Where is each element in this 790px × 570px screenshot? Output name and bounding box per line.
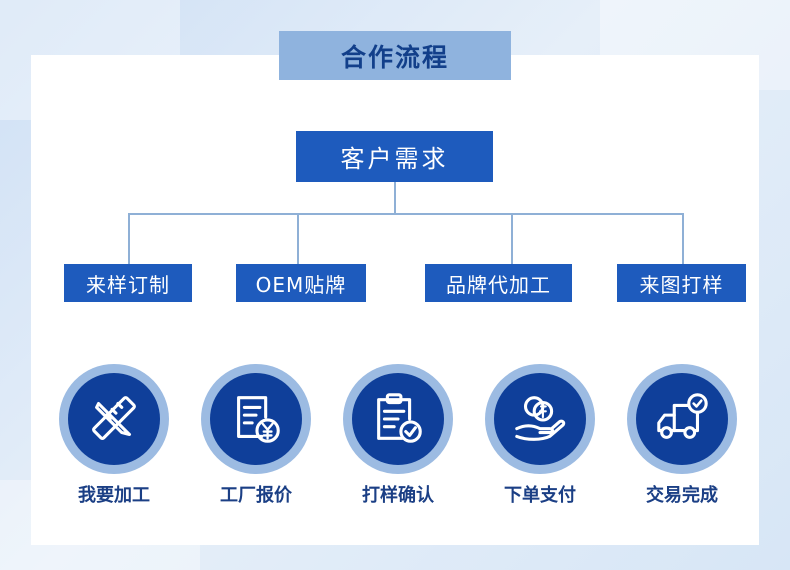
section-title: 合作流程 <box>279 31 511 80</box>
step-circle <box>201 364 311 474</box>
invoice-yen-icon <box>237 396 280 443</box>
connector-line <box>394 182 396 214</box>
step-circle <box>343 364 453 474</box>
clipboard-check-icon <box>377 393 422 443</box>
branch-drawing-sample: 来图打样 <box>617 264 746 302</box>
step-label: 打样确认 <box>362 485 434 506</box>
connector-line <box>297 213 299 264</box>
connector-line <box>128 213 684 215</box>
step-circle <box>485 364 595 474</box>
step-label: 我要加工 <box>78 485 150 506</box>
step-circle <box>627 364 737 474</box>
step-order-payment: 下单支付 <box>485 364 595 506</box>
step-sample-confirm: 打样确认 <box>343 364 453 506</box>
step-transaction-complete: 交易完成 <box>627 364 737 506</box>
connector-line <box>128 213 130 264</box>
hand-coin-payment-icon <box>515 396 566 441</box>
step-label: 交易完成 <box>646 485 718 506</box>
step-label: 工厂报价 <box>220 485 292 506</box>
step-circle <box>59 364 169 474</box>
connector-line <box>511 213 513 264</box>
step-processing: 我要加工 <box>59 364 169 506</box>
connector-line <box>682 213 684 264</box>
step-label: 下单支付 <box>504 485 576 506</box>
branch-oem: OEM贴牌 <box>236 264 366 302</box>
step-factory-quote: 工厂报价 <box>201 364 311 506</box>
branch-sample-custom: 来样订制 <box>64 264 192 302</box>
branch-brand-processing: 品牌代加工 <box>425 264 572 302</box>
root-node-customer-demand: 客户需求 <box>296 131 493 182</box>
delivery-truck-check-icon <box>657 393 708 439</box>
pencil-ruler-icon <box>92 396 136 440</box>
